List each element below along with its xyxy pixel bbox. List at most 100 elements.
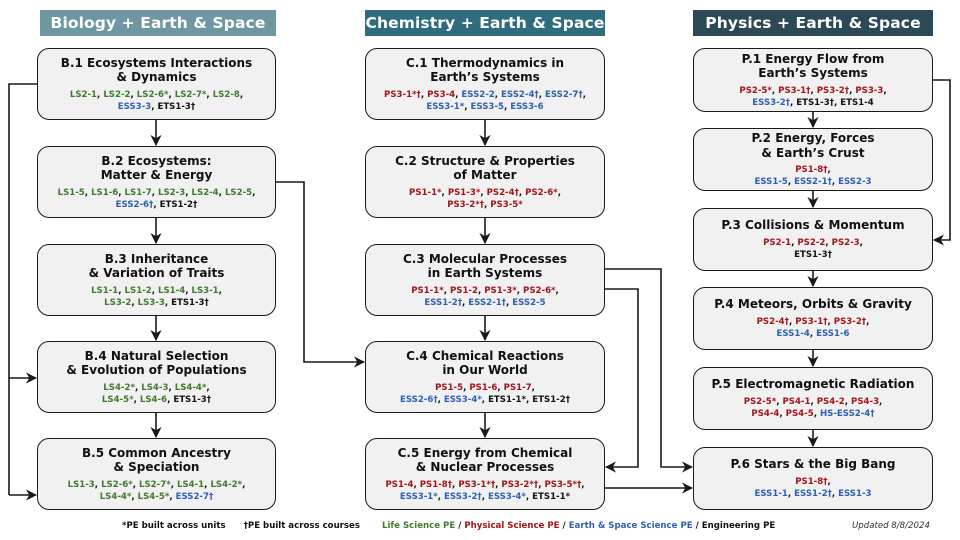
standard-code: PS1-2	[449, 285, 478, 296]
standard-code: ESS3-3	[117, 101, 152, 112]
standard-code: LS1-5	[57, 187, 85, 198]
standard-code: ETS1-3†	[171, 297, 209, 308]
unit-box-c5[interactable]: C.5 Energy from Chemical& Nuclear Proces…	[365, 438, 605, 510]
unit-title: B.1 Ecosystems Interactions& Dynamics	[61, 56, 252, 85]
standard-code: ESS3-1*	[426, 101, 465, 112]
standard-code: LS3-1	[191, 285, 219, 296]
standard-code: PS2-4†	[756, 316, 789, 327]
unit-box-b4[interactable]: B.4 Natural Selection& Evolution of Popu…	[37, 341, 276, 413]
standards-line: ESS3-1*, ESS3-2†, ESS3-4*, ETS1-1*	[399, 491, 571, 502]
standard-code: LS1-3	[67, 479, 95, 490]
standard-code: PS3-1†	[778, 85, 811, 96]
standard-code: ESS1-2†	[424, 297, 463, 308]
standard-code: PS2-4†	[486, 187, 519, 198]
unit-title-line: B.3 Inheritance	[104, 251, 209, 266]
standard-code: ESS3-1*	[399, 491, 438, 502]
standards-list: LS1-1, LS1-2, LS1-4, LS3-1, LS3-2, LS3-3…	[91, 285, 222, 309]
standard-code: PS2-2	[797, 237, 826, 248]
unit-title-line: Matter & Energy	[100, 168, 213, 182]
standards-line: ESS1-4, ESS1-6	[776, 328, 850, 339]
standard-code: LS4-5*	[137, 491, 170, 502]
standards-list: PS2-5*, PS3-1†, PS3-2†, PS3-3, ESS3-2†, …	[739, 85, 886, 109]
standard-code: ESS2-4†	[501, 89, 539, 100]
standard-code: LS4-5*	[101, 394, 134, 405]
standard-code: ESS1-6	[816, 328, 850, 339]
standard-code: ESS2-2	[461, 89, 495, 100]
standard-code: PS4-4	[751, 408, 780, 419]
standards-list: PS1-1*, PS1-2, PS1-3*, PS2-6*, ESS1-2†, …	[411, 285, 559, 309]
standards-list: LS1-3, LS2-6*, LS2-7*, LS4-1, LS4-2*, LS…	[68, 479, 246, 503]
unit-title: C.5 Energy from Chemical& Nuclear Proces…	[398, 446, 573, 475]
unit-title-line: Earth’s Systems	[758, 66, 868, 80]
standard-code: PS4-1	[782, 396, 811, 407]
standard-code: PS2-5*	[739, 85, 772, 96]
standard-code: PS1-4	[385, 479, 414, 490]
legend: *PE built across units †PE built across …	[122, 521, 775, 531]
legend-note-courses: †PE built across courses	[243, 521, 360, 531]
standard-code: ETS1-4	[840, 97, 874, 108]
standard-code: LS2-3	[158, 187, 186, 198]
standard-code: PS3-1*†	[458, 479, 496, 490]
standard-code: PS3-2*†	[501, 479, 539, 490]
column-header-biology: Biology + Earth & Space	[40, 10, 276, 36]
standards-line: PS3-2*†, PS3-5*	[447, 199, 523, 210]
standard-code: PS2-6*	[523, 285, 556, 296]
standards-line: PS1-4, PS1-8†, PS3-1*†, PS3-2*†, PS3-5*†…	[385, 479, 585, 490]
standards-line: ETS1-3†	[763, 249, 863, 261]
standard-code: PS1-5	[435, 382, 464, 393]
standards-line: ESS1-2†, ESS2-1†, ESS2-5	[424, 297, 546, 308]
unit-title-line: & Variation of Traits	[88, 266, 225, 280]
standards-line: PS3-1*†, PS3-4, ESS2-2, ESS2-4†, ESS2-7†…	[384, 89, 586, 100]
standard-code: ESS2-6†	[115, 199, 154, 210]
standard-code: LS2-8	[212, 89, 240, 100]
standard-code: LS4-6	[139, 394, 168, 405]
standards-line: LS2-1, LS2-2, LS2-6*, LS2-7*, LS2-8,	[69, 89, 244, 100]
standard-code: PS3-2†	[833, 316, 867, 327]
standard-code: LS2-5	[224, 187, 253, 198]
standard-code: LS4-1	[176, 479, 205, 490]
unit-title-line: P.3 Collisions & Momentum	[721, 218, 905, 233]
standards-line: ESS1-1, ESS1-2†, ESS1-3	[754, 488, 872, 499]
standard-code: PS3-3	[855, 85, 884, 96]
unit-title-line: & Speciation	[113, 460, 200, 474]
standards-line: PS1-1*, PS1-3*, PS2-4†, PS2-6*,	[409, 187, 561, 198]
standard-code: LS2-7*	[174, 89, 207, 100]
standard-code: LS4-2*	[210, 479, 243, 490]
standards-line: PS2-4†, PS3-1†, PS3-2†,	[756, 316, 870, 327]
standard-code: ETS1-2†	[532, 394, 571, 405]
standards-line: LS1-5, LS1-6, LS1-7, LS2-3, LS2-4, LS2-5…	[57, 187, 256, 198]
standard-code: ETS1-3†	[157, 101, 196, 112]
standards-list: PS1-5, PS1-6, PS1-7, ESS2-6†, ESS3-4*, E…	[400, 382, 570, 406]
standard-code: LS4-3	[141, 382, 169, 393]
standard-code: ESS2-7†	[175, 491, 214, 502]
standard-code: ESS2-3	[838, 177, 872, 187]
standard-code: ETS1-3†	[796, 97, 834, 108]
standards-line: PS2-1, PS2-2, PS2-3,	[763, 237, 863, 248]
standard-code: ESS3-4*	[443, 394, 482, 405]
standard-code: ETS1-2†	[159, 199, 198, 210]
standard-code: LS2-4	[191, 187, 219, 198]
standards-list: LS1-5, LS1-6, LS1-7, LS2-3, LS2-4, LS2-5…	[58, 187, 256, 211]
column-header-physics: Physics + Earth & Space	[693, 10, 933, 36]
standards-list: LS4-2*, LS4-3, LS4-4*, LS4-5*, LS4-6, ET…	[102, 382, 211, 406]
standards-list: PS3-1*†, PS3-4, ESS2-2, ESS2-4†, ESS2-7†…	[384, 89, 586, 113]
